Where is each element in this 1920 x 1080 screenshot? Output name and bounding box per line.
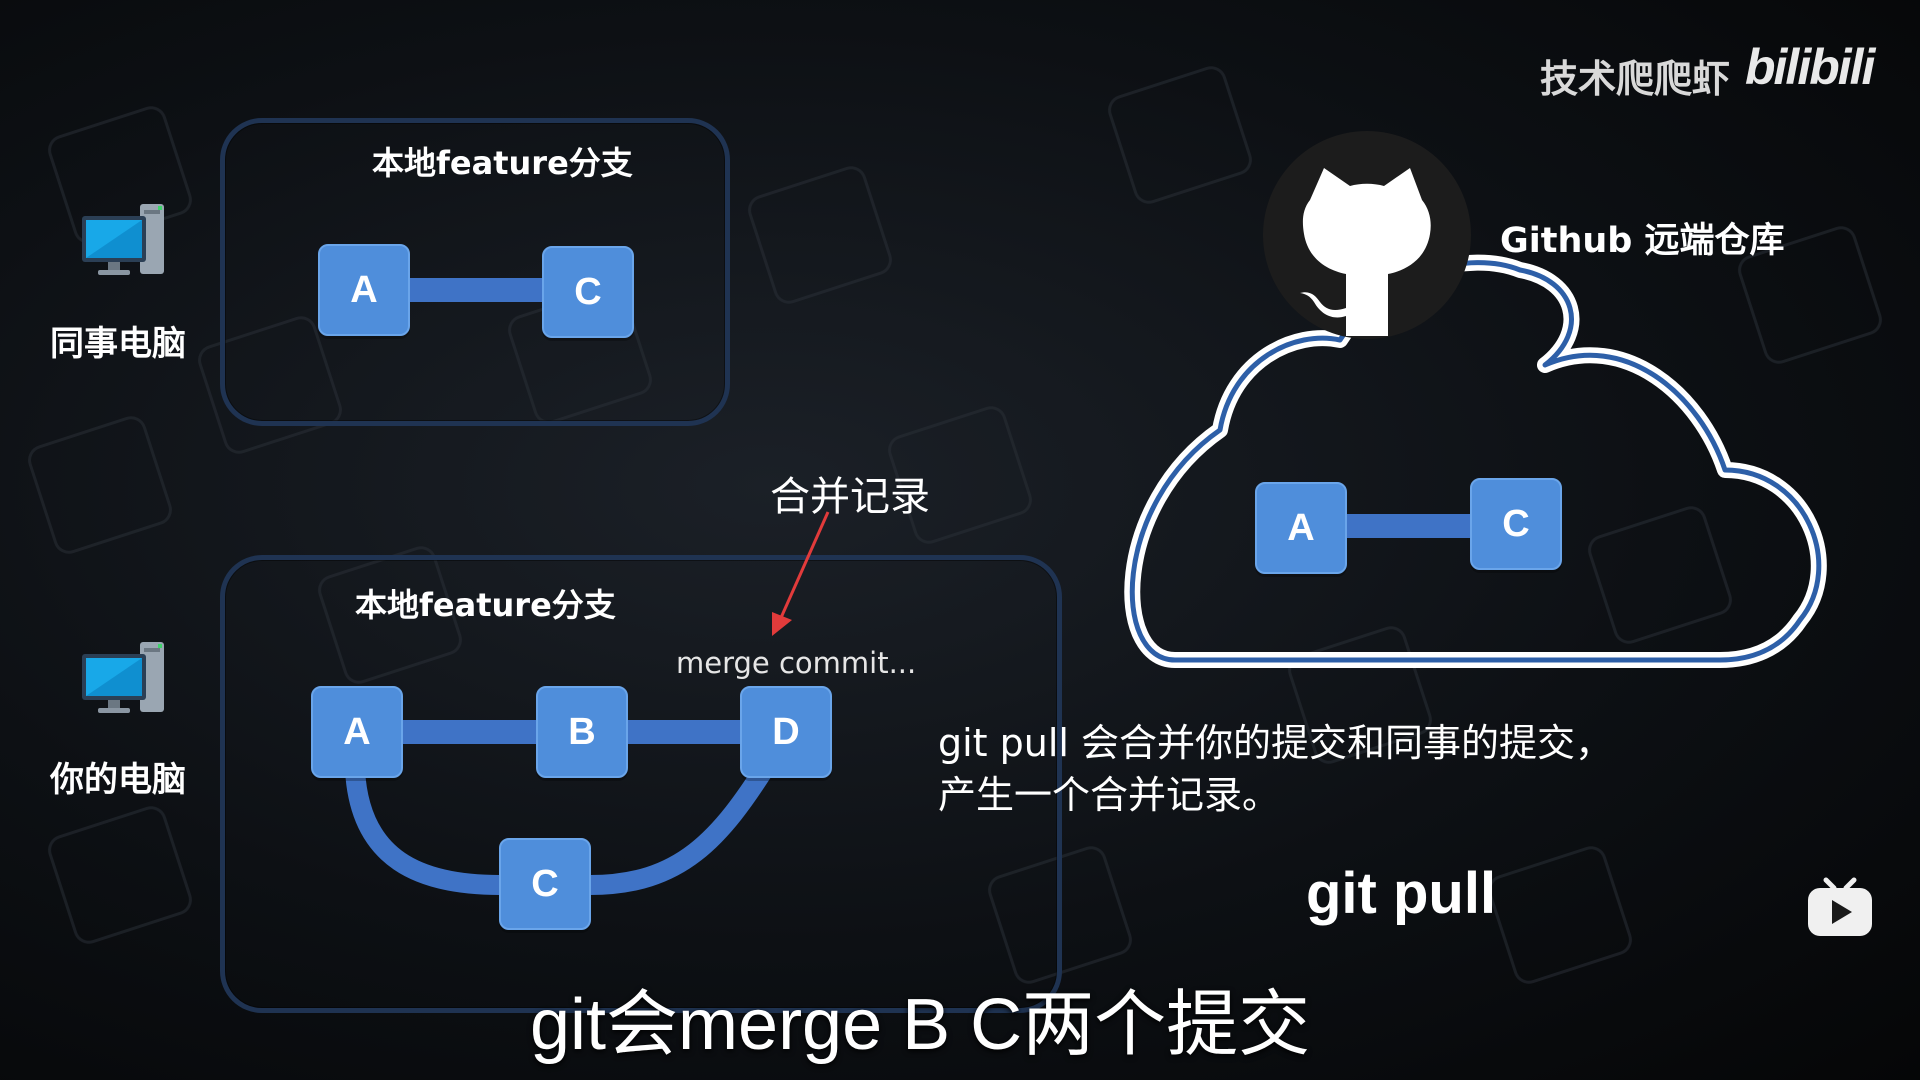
tv-play-icon[interactable] — [1804, 876, 1876, 940]
commit-node-c: C — [499, 838, 591, 930]
colleague-branch-label: 本地feature分支 — [372, 144, 633, 182]
commit-node-a: A — [311, 686, 403, 778]
commit-node-c: C — [542, 246, 634, 338]
your-computer-label: 你的电脑 — [50, 760, 186, 800]
computer-icon — [82, 642, 164, 713]
merge-commit-note: merge commit... — [676, 646, 917, 680]
bilibili-logo: bilibili — [1745, 39, 1875, 95]
commit-node-a: A — [318, 244, 410, 336]
merge-record-annotation: 合并记录 — [770, 474, 930, 520]
colleague-branch-panel — [220, 118, 730, 426]
commit-edge — [400, 720, 560, 744]
github-octocat-icon — [1263, 131, 1471, 339]
commit-edge — [398, 278, 548, 302]
commit-edge — [1336, 514, 1496, 538]
computer-icon — [82, 204, 164, 275]
remote-repo-label: Github 远端仓库 — [1500, 221, 1785, 261]
commit-node-d: D — [740, 686, 832, 778]
commit-node-a: A — [1255, 482, 1347, 574]
command-label: git pull — [1306, 861, 1497, 926]
your-branch-label: 本地feature分支 — [355, 586, 616, 624]
explanation-line-1: git pull 会合并你的提交和同事的提交， — [938, 721, 1614, 765]
commit-edge — [622, 720, 752, 744]
channel-watermark: 技术爬爬虾 — [1540, 57, 1731, 101]
your-branch-panel — [220, 555, 1062, 1013]
explanation-line-2: 产生一个合并记录。 — [938, 773, 1281, 817]
commit-node-c: C — [1470, 478, 1562, 570]
colleague-computer-label: 同事电脑 — [50, 324, 186, 364]
video-subtitle: git会merge B C两个提交 — [530, 985, 1311, 1065]
commit-node-b: B — [536, 686, 628, 778]
